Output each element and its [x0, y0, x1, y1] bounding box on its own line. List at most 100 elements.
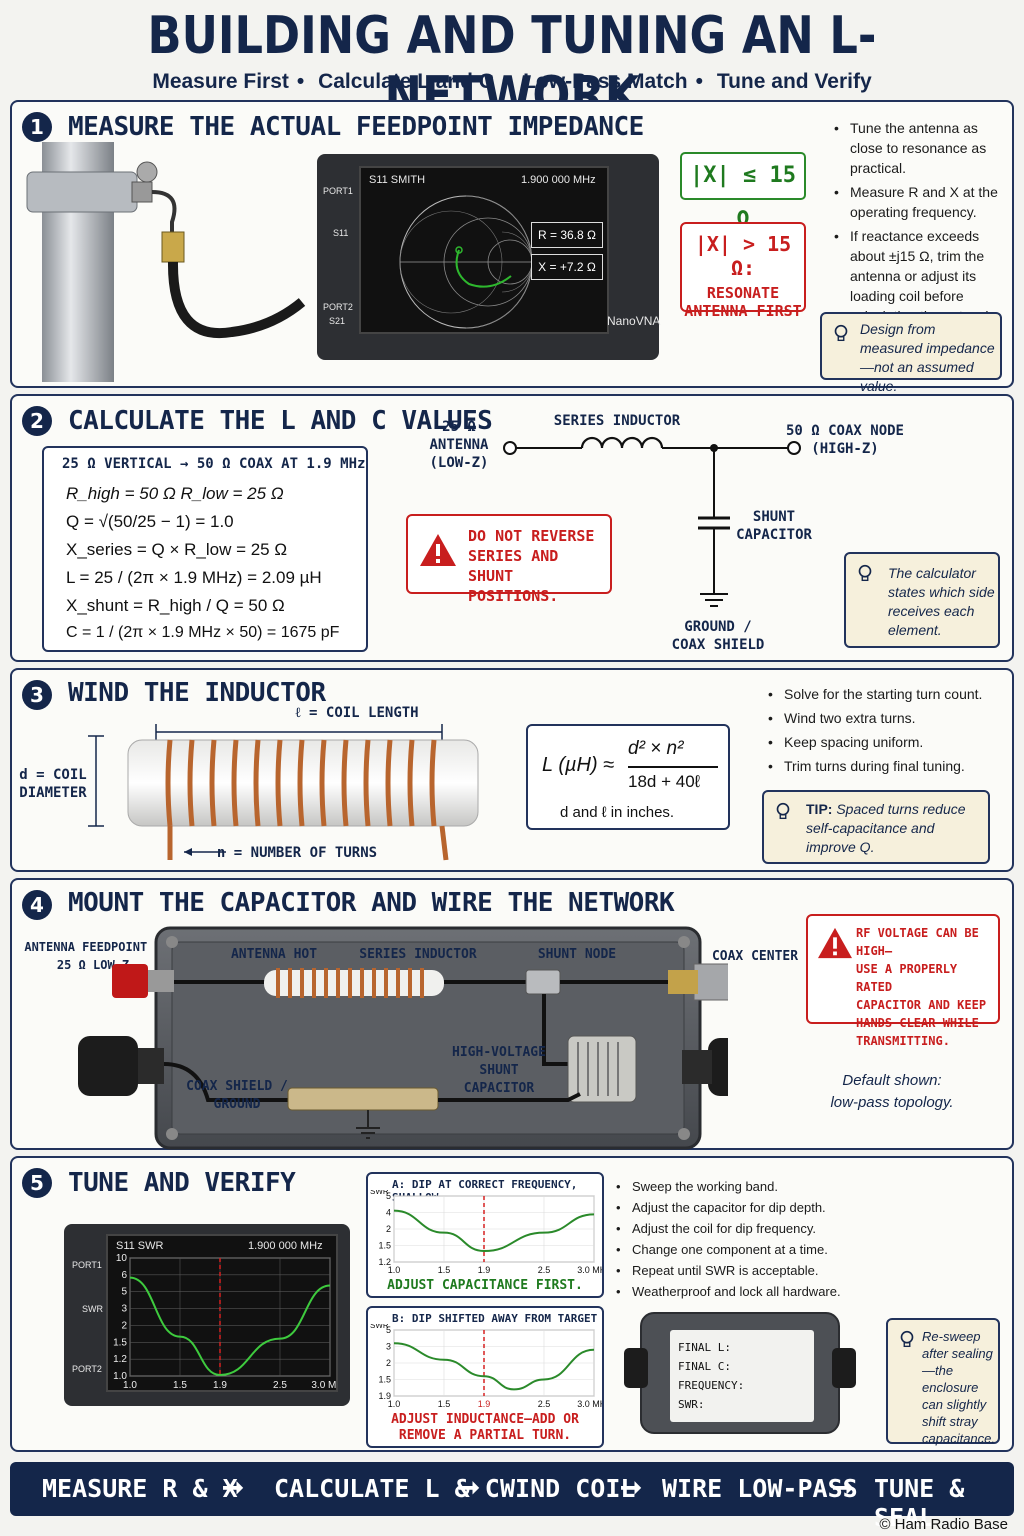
- bullet-item: Sweep the working band.: [616, 1178, 846, 1195]
- reactance-warning-box: |X| > 15 Ω: RESONATE ANTENNA FIRST: [680, 222, 806, 320]
- antenna-mast-illustration: [26, 142, 306, 382]
- workflow-bar: MEASURE R & X ➞ CALCULATE L & C ➞ WIND C…: [10, 1462, 1014, 1532]
- formula-line: X_shunt = R_high / Q = 50 Ω: [66, 596, 285, 615]
- y-tick-label: 1.9: [378, 1391, 391, 1401]
- step2-panel: 2 CALCULATE THE L AND C VALUES 25 Ω VERT…: [10, 394, 1014, 662]
- bullet-item: Measure R and X at the operating frequen…: [834, 182, 1004, 222]
- lightbulb-icon: [858, 564, 872, 582]
- x-tick-label: 1.0: [388, 1265, 401, 1275]
- lightbulb-icon: [834, 324, 848, 342]
- step5-bullets: Sweep the working band. Adjust the capac…: [616, 1178, 846, 1304]
- warning-text: RF VOLTAGE CAN BE HIGH— USE A PROPERLY R…: [856, 924, 998, 1050]
- flow-step: TUNE & SEAL: [874, 1474, 965, 1532]
- antenna-hot-label: ANTENNA HOT: [230, 947, 318, 962]
- x-tick-label: 1.5: [173, 1380, 187, 1391]
- hv-capacitor-label: HIGH-VOLTAGE SHUNT CAPACITOR: [444, 1044, 554, 1098]
- y-tick-label: 4: [386, 1208, 391, 1218]
- tip-text: The calculator states which side receive…: [888, 565, 995, 638]
- coil-length-label: ℓ = COIL LENGTH: [295, 705, 419, 721]
- bullet-item: Adjust the coil for dip frequency.: [616, 1220, 846, 1237]
- x-tick-label: 1.9: [478, 1265, 491, 1275]
- tip-text: TIP: Spaced turns reduce self-capacitanc…: [806, 800, 984, 857]
- formula-left: L (µH) ≈: [542, 754, 615, 776]
- y-tick-label: 1.2: [378, 1257, 391, 1267]
- sealed-enclosure: FINAL L: FINAL C: FREQUENCY: SWR:: [624, 1312, 856, 1434]
- antenna-label-line: 25 Ω: [442, 419, 476, 435]
- flow-step: CALCULATE L & C: [274, 1474, 500, 1503]
- swr-curve: [393, 1209, 595, 1253]
- formula-numerator: d² × n²: [628, 738, 684, 759]
- y-axis-label: SWR: [370, 1324, 389, 1330]
- y-tick-label: 2: [386, 1358, 391, 1368]
- x-tick-label: 2.5: [538, 1399, 551, 1409]
- chart-b-note-line: ADJUST INDUCTANCE—ADD OR: [391, 1412, 579, 1427]
- warn-line1: |X| > 15 Ω:: [694, 232, 792, 280]
- port1-label: PORT1: [323, 186, 353, 196]
- warn-line2: RESONATE: [706, 284, 780, 302]
- left-gland: [624, 1348, 648, 1388]
- step3-bullets: Solve for the starting turn count. Wind …: [768, 684, 1008, 780]
- tip-bold: TIP:: [806, 801, 833, 817]
- vna-mode: S11 SMITH: [369, 174, 426, 186]
- port2-label: PORT2: [72, 1364, 102, 1374]
- warning-line: SERIES AND SHUNT: [468, 547, 559, 585]
- subtitle-item: Calculate L and C: [318, 70, 494, 93]
- step-title: WIND THE INDUCTOR: [68, 678, 326, 708]
- default-note-line: low-pass topology.: [830, 1094, 954, 1111]
- x-tick-label: 2.5: [538, 1265, 551, 1275]
- series-inductor-label: SERIES INDUCTOR: [553, 413, 681, 429]
- warning-line: HANDS CLEAR WHILE: [856, 1016, 979, 1030]
- warning-line: POSITIONS.: [468, 587, 559, 605]
- bullet-item: Tune the antenna as close to resonance a…: [834, 118, 1004, 178]
- formula-line: L = 25 / (2π × 1.9 MHz) = 2.09 µH: [66, 568, 322, 587]
- step1-tip: Design from measured impedance—not an as…: [820, 312, 1002, 394]
- port1-label: PORT1: [72, 1260, 102, 1270]
- chart-b-note-line: REMOVE A PARTIAL TURN.: [398, 1428, 572, 1443]
- step4-panel: 4 MOUNT THE CAPACITOR AND WIRE THE NETWO…: [10, 878, 1014, 1150]
- step-title: CALCULATE THE L AND C VALUES: [68, 406, 493, 436]
- arrow-right-icon: ➞: [620, 1472, 642, 1502]
- bullet-item: Trim turns during final tuning.: [768, 756, 1008, 776]
- port2-label: PORT2: [323, 302, 353, 312]
- y-axis-label: SWR: [370, 1190, 389, 1196]
- x-tick-label: 1.9: [478, 1399, 491, 1409]
- step3-tip: TIP: Spaced turns reduce self-capacitanc…: [762, 790, 990, 864]
- shunt-node-label: SHUNT NODE: [537, 947, 617, 962]
- ground-label-line: GROUND /: [684, 619, 752, 635]
- x-tick-label: 3.0 MHz: [311, 1380, 336, 1391]
- shunt-label-line: SHUNT: [752, 509, 796, 525]
- warn-line3: ANTENNA FIRST: [684, 302, 802, 320]
- subtitle-item: Measure First: [152, 70, 289, 93]
- default-note-line: Default shown:: [842, 1072, 942, 1089]
- feed-label-line: ANTENNA FEEDPOINT /: [24, 940, 162, 954]
- swr-curve: [129, 1276, 331, 1377]
- flow-step: WIRE LOW-PASS: [662, 1474, 858, 1503]
- label-card-line: SWR:: [678, 1398, 705, 1411]
- l-network-schematic: [503, 436, 801, 607]
- y-tick-label: 1.5: [378, 1375, 391, 1385]
- step-number: 4: [22, 890, 52, 920]
- coax-shield-line: GROUND: [213, 1097, 261, 1112]
- step5-panel: 5 TUNE AND VERIFY PORT1 SWR PORT2 S11 SW…: [10, 1156, 1014, 1452]
- lightbulb-icon: [776, 802, 790, 820]
- bullet-item: Repeat until SWR is acceptable.: [616, 1262, 846, 1279]
- label-card-line: FINAL C:: [678, 1360, 731, 1373]
- warning-line: RF VOLTAGE CAN BE HIGH—: [856, 926, 979, 958]
- y-tick-label: 1.5: [113, 1337, 127, 1348]
- step3-panel: 3 WIND THE INDUCTOR ℓ = COIL LENGTH d = …: [10, 668, 1014, 872]
- antenna-label: 25 Ω ANTENNA (LOW-Z): [424, 418, 494, 472]
- warning-text: DO NOT REVERSE SERIES AND SHUNT POSITION…: [468, 526, 610, 606]
- brand-label: NanoVNA: [607, 314, 661, 328]
- page-subtitle: Measure First• Calculate L and C• Low-Pa…: [152, 70, 872, 93]
- antenna-label-line: ANTENNA: [429, 437, 489, 453]
- step-number: 1: [22, 112, 52, 142]
- warning-line: DO NOT REVERSE: [468, 527, 595, 545]
- tip-text: Re-sweep after sealing—the enclosure can…: [922, 1329, 995, 1446]
- ground-label-line: COAX SHIELD: [671, 637, 765, 653]
- coax-shield-line: COAX SHIELD /: [186, 1079, 288, 1094]
- formula-denominator: 18d + 40ℓ: [628, 772, 701, 791]
- step-title: MEASURE THE ACTUAL FEEDPOINT IMPEDANCE: [68, 112, 644, 142]
